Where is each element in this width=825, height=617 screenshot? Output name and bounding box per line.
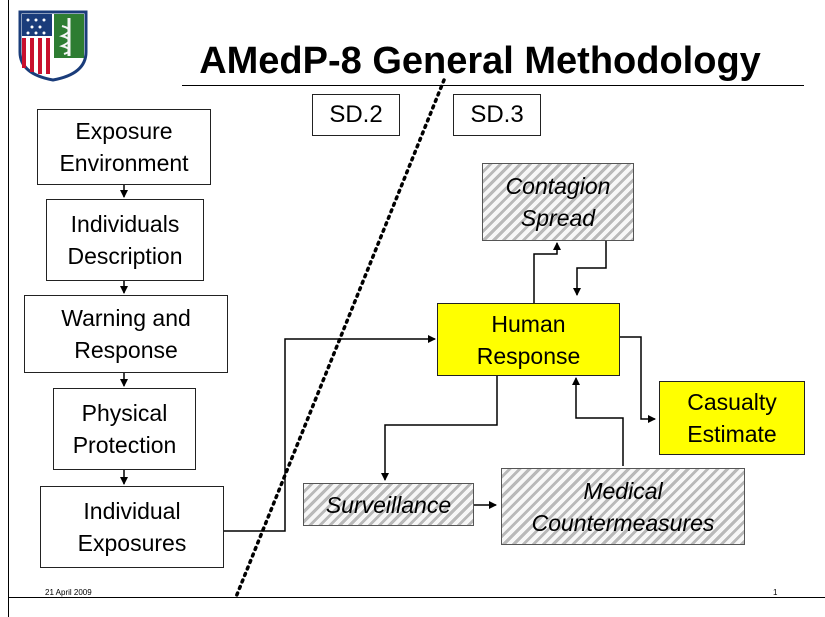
box-surveillance: Surveillance [303, 483, 474, 526]
arrow-human-to-casualty [620, 336, 656, 423]
sd2-label: SD.2 [312, 94, 400, 136]
arrow-human-to-surveillance [381, 376, 498, 481]
title-underline [182, 85, 804, 86]
footer-page-number: 1 [773, 588, 778, 597]
footer-date: 21 April 2009 [45, 588, 92, 597]
arrow-human-to-contagion [533, 242, 561, 303]
slide-bottom-border [8, 597, 825, 598]
arrow-exposures-to-human-response [224, 335, 436, 532]
box-medical-countermeasures: Medical Countermeasures [501, 468, 745, 545]
arrow-contagion-to-human [573, 241, 607, 296]
box-human-response: Human Response [437, 303, 620, 376]
box-individual-exposures: Individual Exposures [40, 486, 224, 568]
box-contagion-spread: Contagion Spread [482, 163, 634, 241]
box-physical-protection: Physical Protection [53, 388, 196, 470]
sd3-label: SD.3 [453, 94, 541, 136]
arrow-medical-to-human [572, 377, 624, 466]
box-individuals-description: Individuals Description [46, 199, 204, 281]
page-title: AMedP-8 General Methodology [199, 40, 761, 82]
box-warning-and-response: Warning and Response [24, 295, 228, 373]
slide-left-border [8, 0, 9, 617]
box-exposure-environment: Exposure Environment [37, 109, 211, 185]
box-casualty-estimate: Casualty Estimate [659, 381, 805, 455]
amedd-logo [18, 10, 88, 82]
